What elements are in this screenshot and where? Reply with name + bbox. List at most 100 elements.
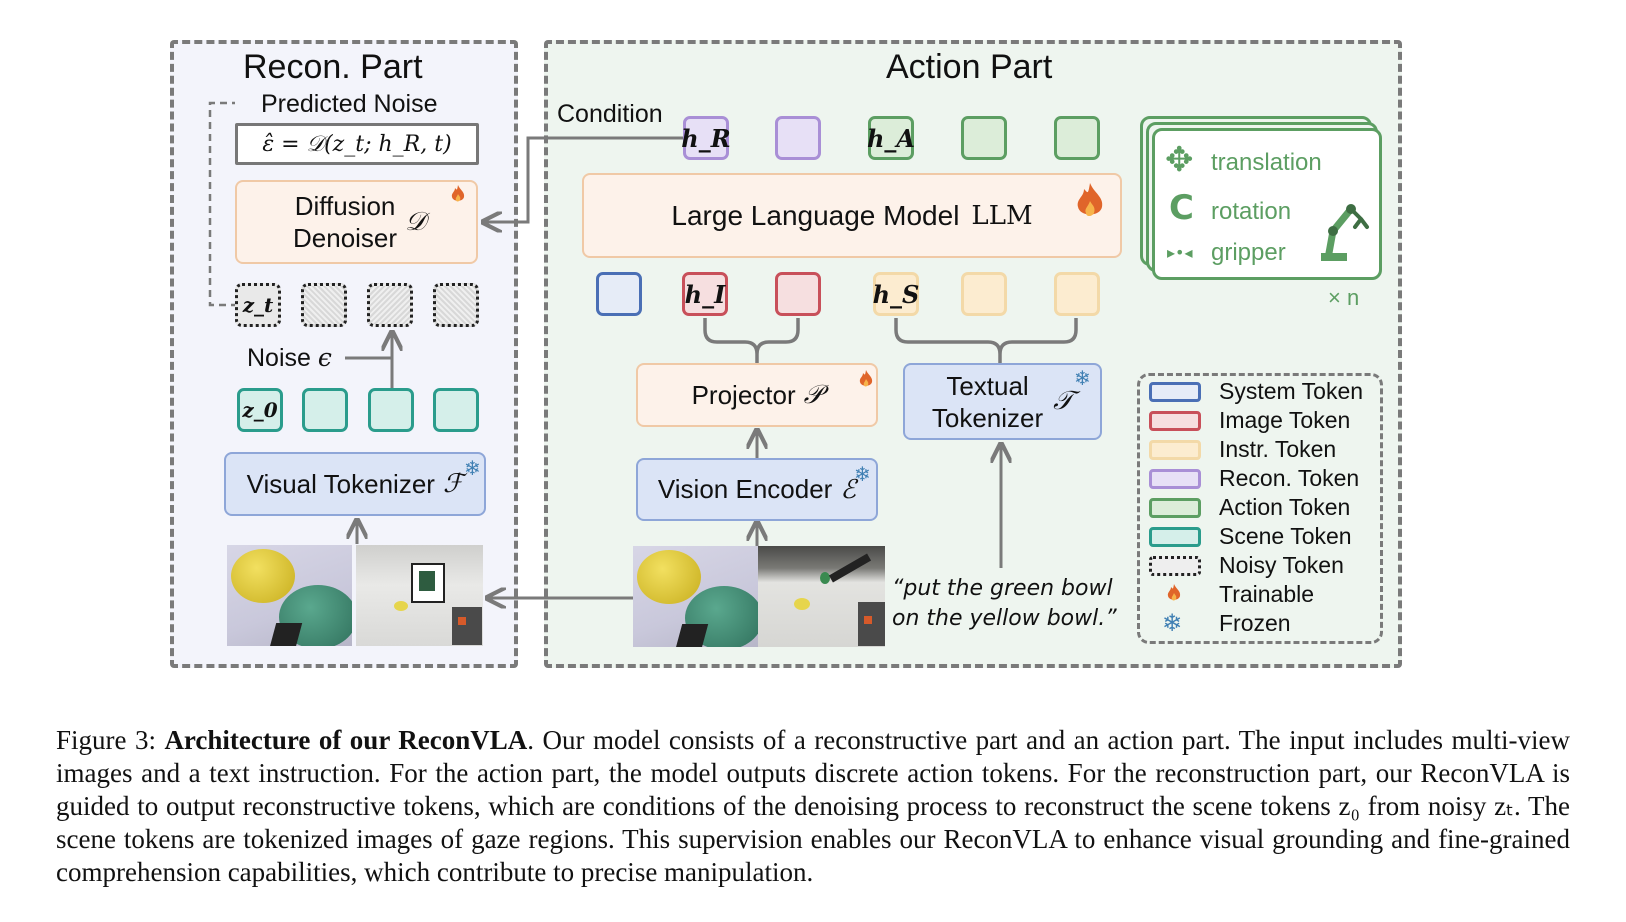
instruction-line1: “put the green bowl xyxy=(892,576,1113,601)
textual-tokenizer-text: Textual Tokenizer xyxy=(932,370,1043,434)
scene-token xyxy=(433,388,479,432)
legend-swatch-instr-token xyxy=(1149,440,1201,460)
figure-caption: Figure 3: Architecture of our ReconVLA. … xyxy=(56,724,1570,889)
instruction-line2: on the yellow bowl.” xyxy=(892,606,1117,631)
visual-tokenizer-frozen-icon: ❄ xyxy=(464,456,481,480)
input-image-view-1 xyxy=(633,546,758,647)
visual-tokenizer-symbol: ℱ xyxy=(442,469,464,499)
noise-arrow xyxy=(345,332,392,360)
image-token xyxy=(775,272,821,316)
legend-label-trainable: Trainable xyxy=(1219,581,1315,607)
instr-token xyxy=(961,272,1007,316)
scene-token xyxy=(302,388,348,432)
robot-arm-icon xyxy=(1321,204,1369,261)
instr-token: h_S xyxy=(873,272,919,316)
noise-symbol: ϵ xyxy=(317,343,332,372)
legend-label-system-token: System Token xyxy=(1219,378,1364,404)
projector: Projector 𝒫 xyxy=(636,363,878,427)
legend-box xyxy=(1137,373,1383,644)
noisy-token xyxy=(367,283,413,327)
legend-label-action-token: Action Token xyxy=(1219,494,1351,520)
visual-tokenizer: Visual Tokenizer ℱ xyxy=(224,452,486,516)
textual-tokenizer-frozen-icon: ❄ xyxy=(1074,366,1091,390)
denoiser-trainable-icon xyxy=(450,184,466,204)
action-part-title: Action Part xyxy=(886,48,1053,86)
recon-image-view-1 xyxy=(227,545,352,646)
action-token: h_A xyxy=(866,116,916,160)
noisy-token-label: z_t xyxy=(242,293,274,317)
legend-label-recon-token: Recon. Token xyxy=(1219,465,1360,491)
caption-body: . Our model consists of a reconstructive… xyxy=(56,725,1571,887)
recon-token: h_R xyxy=(681,116,731,160)
rotation-label: rotation xyxy=(1211,198,1292,225)
projector-trainable-icon xyxy=(858,369,874,394)
llm-trainable-icon xyxy=(1074,180,1106,227)
instr-token xyxy=(1054,272,1100,316)
condition-arrow xyxy=(483,136,683,222)
action-token xyxy=(1054,116,1100,160)
llm-symbol: LLM xyxy=(971,200,1033,231)
legend-label-image-token: Image Token xyxy=(1219,407,1351,433)
noisy-token xyxy=(433,283,479,327)
input-image-view-2 xyxy=(758,546,885,647)
legend-swatch-system-token xyxy=(1149,382,1201,402)
vision-encoder-frozen-icon: ❄ xyxy=(854,462,871,486)
projector-label: Projector xyxy=(691,379,796,410)
action-token-label: h_A xyxy=(866,123,916,153)
legend-swatch-image-token xyxy=(1149,411,1201,431)
noise-feedback-line xyxy=(208,101,238,307)
action-card: ✥ translation C rotation ▸•◂ gripper xyxy=(1152,128,1382,280)
recon-part-title: Recon. Part xyxy=(243,48,423,86)
recon-image-view-2 xyxy=(356,545,483,646)
textual-tokenizer-line1: Textual xyxy=(946,370,1029,401)
legend-swatch-scene-token xyxy=(1149,527,1201,547)
translation-label: translation xyxy=(1211,149,1322,176)
vision-encoder-label: Vision Encoder xyxy=(657,474,833,504)
caption-bold-title: Architecture of our ReconVLA xyxy=(164,725,528,755)
legend-label-scene-token: Scene Token xyxy=(1219,523,1352,549)
vision-encoder-symbol: ℰ xyxy=(840,474,857,505)
rotation-icon: C xyxy=(1169,188,1194,228)
instr-token-label: h_S xyxy=(872,279,920,309)
textual-brace xyxy=(894,318,1078,364)
projector-symbol: 𝒫 xyxy=(803,379,823,410)
gripper-label: gripper xyxy=(1211,239,1286,266)
gripper-icon: ▸•◂ xyxy=(1167,243,1193,262)
predicted-noise-formula: ε̂ = 𝒟(z_t; h_R, t) xyxy=(235,123,479,165)
noise-label-text: Noise xyxy=(247,344,311,372)
legend-swatch-recon-token xyxy=(1149,469,1201,489)
legend-swatch-noisy-token xyxy=(1149,556,1201,576)
legend-label-frozen: Frozen xyxy=(1219,610,1291,636)
legend-swatch-action-token xyxy=(1149,498,1201,518)
diffusion-denoiser-line2: Denoiser xyxy=(293,223,398,253)
textual-tokenizer-symbol: 𝒯 xyxy=(1053,386,1074,416)
large-language-model: Large Language Model LLM xyxy=(582,173,1122,258)
instruction-text: “put the green bowl on the yellow bowl.” xyxy=(892,574,1117,634)
condition-label: Condition xyxy=(557,100,663,128)
vision-encoder: Vision Encoder ℰ xyxy=(636,458,878,521)
llm-label: Large Language Model xyxy=(671,199,960,231)
visual-tokenizer-label: Visual Tokenizer xyxy=(246,468,435,499)
legend-trainable-icon xyxy=(1166,583,1182,608)
diffusion-denoiser: Diffusion Denoiser 𝒟 xyxy=(235,180,478,264)
predicted-noise-label: Predicted Noise xyxy=(261,90,438,118)
image-token: h_I xyxy=(682,272,728,316)
action-token xyxy=(961,116,1007,160)
translation-icon: ✥ xyxy=(1165,140,1194,180)
textual-tokenizer-line2: Tokenizer xyxy=(931,402,1044,433)
textual-tokenizer: Textual Tokenizer 𝒯 xyxy=(903,363,1102,440)
diffusion-denoiser-line1: Diffusion xyxy=(294,191,396,221)
noisy-token xyxy=(301,283,347,327)
legend-label-instr-token: Instr. Token xyxy=(1219,436,1337,462)
recon-token xyxy=(775,116,821,160)
predicted-noise-formula-text: ε̂ = 𝒟(z_t; h_R, t) xyxy=(262,131,452,157)
projector-brace xyxy=(703,318,800,364)
legend-frozen-icon: ❄ xyxy=(1162,609,1183,637)
scene-token-label: z_0 xyxy=(242,398,278,422)
image-token-label: h_I xyxy=(684,279,726,309)
caption-prefix: Figure 3: xyxy=(56,725,165,755)
recon-token-label: h_R xyxy=(681,123,731,153)
legend-label-noisy-token: Noisy Token xyxy=(1219,552,1344,578)
scene-token xyxy=(368,388,414,432)
